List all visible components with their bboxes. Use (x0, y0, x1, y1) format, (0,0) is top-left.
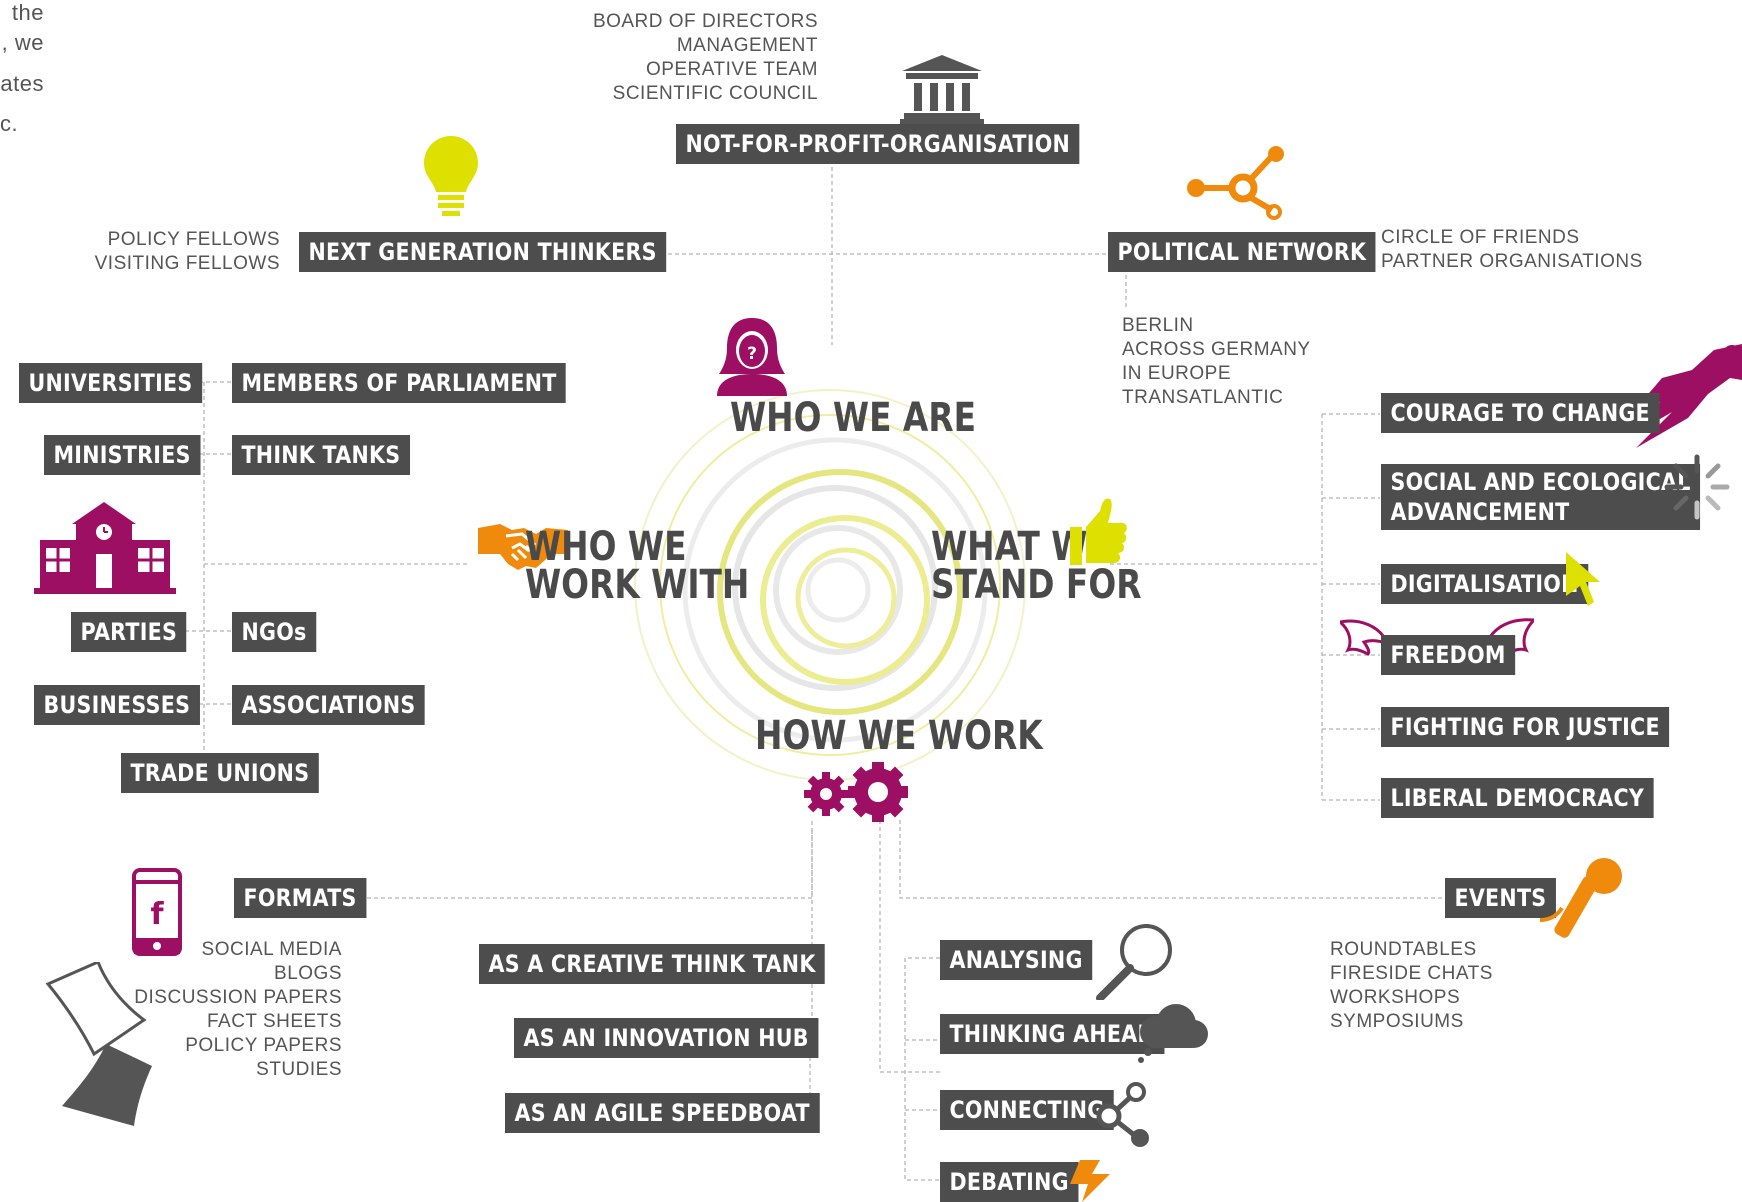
not-for-profit-organisation-tag: NOT-FOR-PROFIT-ORGANISATION (676, 124, 1080, 164)
who-we-work-with-heading: WHO WE WORK WITH (525, 524, 750, 608)
creative-think-tank-tag: AS A CREATIVE THINK TANK (479, 944, 826, 984)
courage-to-change-tag: COURAGE TO CHANGE (1381, 393, 1660, 433)
debating-tag: DEBATING (940, 1162, 1079, 1202)
connecting-tag: CONNECTING (940, 1090, 1114, 1130)
svg-text:f: f (150, 897, 164, 932)
regions-list: BERLIN ACROSS GERMANY IN EUROPE TRANSATL… (1122, 315, 1311, 408)
gears-icon (804, 762, 908, 822)
network-items: CIRCLE OF FRIENDS PARTNER ORGANISATIONS (1381, 227, 1643, 272)
next-generation-thinkers-tag: NEXT GENERATION THINKERS (299, 232, 667, 272)
members-of-parliament-tag: MEMBERS OF PARLIAMENT (232, 363, 567, 403)
thinking-ahead-tag: THINKING AHEAD (940, 1014, 1165, 1054)
building-icon (900, 55, 984, 125)
ngos-tag: NGOs (232, 612, 317, 652)
associations-tag: ASSOCIATIONS (232, 685, 425, 725)
loading-spinner-icon (1664, 454, 1730, 520)
intro-fragment-line-1: the (11, 0, 44, 25)
magnifier-icon (1096, 924, 1172, 1000)
fighting-for-justice-tag: FIGHTING FOR JUSTICE (1381, 707, 1670, 747)
intro-fragment-line-3: ates (0, 71, 44, 96)
freedom-tag: FREEDOM (1381, 635, 1516, 675)
innovation-hub-tag: AS AN INNOVATION HUB (514, 1018, 819, 1058)
smartphone-facebook-icon: f (132, 868, 182, 956)
liberal-democracy-tag: LIBERAL DEMOCRACY (1381, 778, 1654, 818)
digitalisation-tag: DIGITALISATION (1381, 564, 1589, 604)
paper-sheets-icon (45, 962, 152, 1126)
organisation-items: BOARD OF DIRECTORS MANAGEMENT OPERATIVE … (592, 11, 818, 104)
school-icon (34, 502, 176, 594)
events-list: ROUNDTABLES FIRESIDE CHATS WORKSHOPS SYM… (1330, 939, 1493, 1032)
cursor-arrow-icon (1566, 552, 1600, 606)
formats-tag: FORMATS (234, 878, 367, 918)
fellows-list: POLICY FELLOWS VISITING FELLOWS (94, 229, 280, 274)
parties-tag: PARTIES (71, 612, 187, 652)
network-node-icon (1187, 146, 1284, 220)
analysing-tag: ANALYSING (940, 940, 1093, 980)
svg-text:?: ? (747, 344, 757, 364)
social-ecological-tag: SOCIAL AND ECOLOGICAL ADVANCEMENT (1381, 464, 1701, 530)
ministries-tag: MINISTRIES (44, 435, 201, 475)
agile-speedboat-tag: AS AN AGILE SPEEDBOAT (505, 1093, 820, 1133)
handshake-icon (478, 524, 568, 570)
trade-unions-tag: TRADE UNIONS (121, 753, 319, 793)
lightbulb-icon (424, 136, 478, 216)
events-tag: EVENTS (1445, 878, 1556, 918)
intro-fragment-line-4: c. (0, 111, 19, 136)
microphone-icon (1540, 858, 1622, 938)
think-tanks-tag: THINK TANKS (232, 435, 410, 475)
universities-tag: UNIVERSITIES (19, 363, 202, 403)
lightning-icon (1070, 1160, 1110, 1202)
cloud-icon (1138, 1004, 1208, 1063)
formats-list: SOCIAL MEDIA BLOGS DISCUSSION PAPERS FAC… (134, 939, 342, 1080)
political-network-tag: POLITICAL NETWORK (1108, 232, 1376, 272)
superhero-icon (1636, 344, 1742, 448)
center-rings (634, 389, 1026, 781)
businesses-tag: BUSINESSES (34, 685, 200, 725)
how-we-work-heading: HOW WE WORK (755, 713, 1043, 759)
thumbs-up-icon (1070, 498, 1127, 565)
woman-question-icon: ? (717, 318, 787, 396)
who-we-are-heading: WHO WE ARE (730, 395, 976, 441)
intro-fragment-line-2: , we (1, 30, 44, 55)
share-icon (1096, 1082, 1149, 1147)
